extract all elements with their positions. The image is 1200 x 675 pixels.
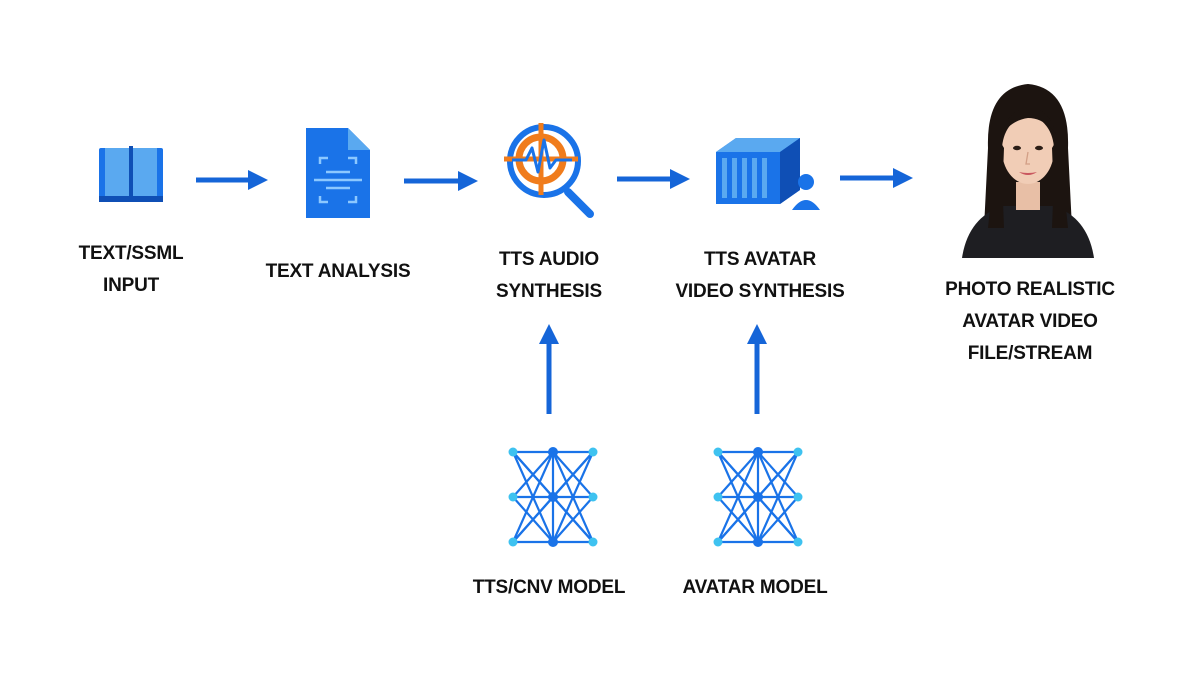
label-text-analysis: TEXT ANALYSIS (265, 261, 411, 282)
label-avatar-model: AVATAR MODEL (682, 577, 828, 598)
container-user-icon (716, 138, 820, 210)
label-tts-avatar-video-synthesis: TTS AVATAR VIDEO SYNTHESIS (675, 249, 845, 302)
avatar-photo (958, 78, 1098, 258)
label-photo-realistic-avatar: PHOTO REALISTIC AVATAR VIDEO FILE/STREAM (945, 279, 1115, 364)
label-text-ssml-input: TEXT/SSML INPUT (78, 243, 184, 296)
neural-network-icon (712, 445, 804, 549)
book-icon (99, 146, 163, 202)
label-tts-audio-synthesis: TTS AUDIO SYNTHESIS (496, 249, 602, 302)
label-tts-cnv-model: TTS/CNV MODEL (472, 577, 626, 598)
audio-search-icon (504, 123, 594, 218)
document-scan-icon (306, 128, 370, 218)
neural-network-icon (507, 445, 599, 549)
